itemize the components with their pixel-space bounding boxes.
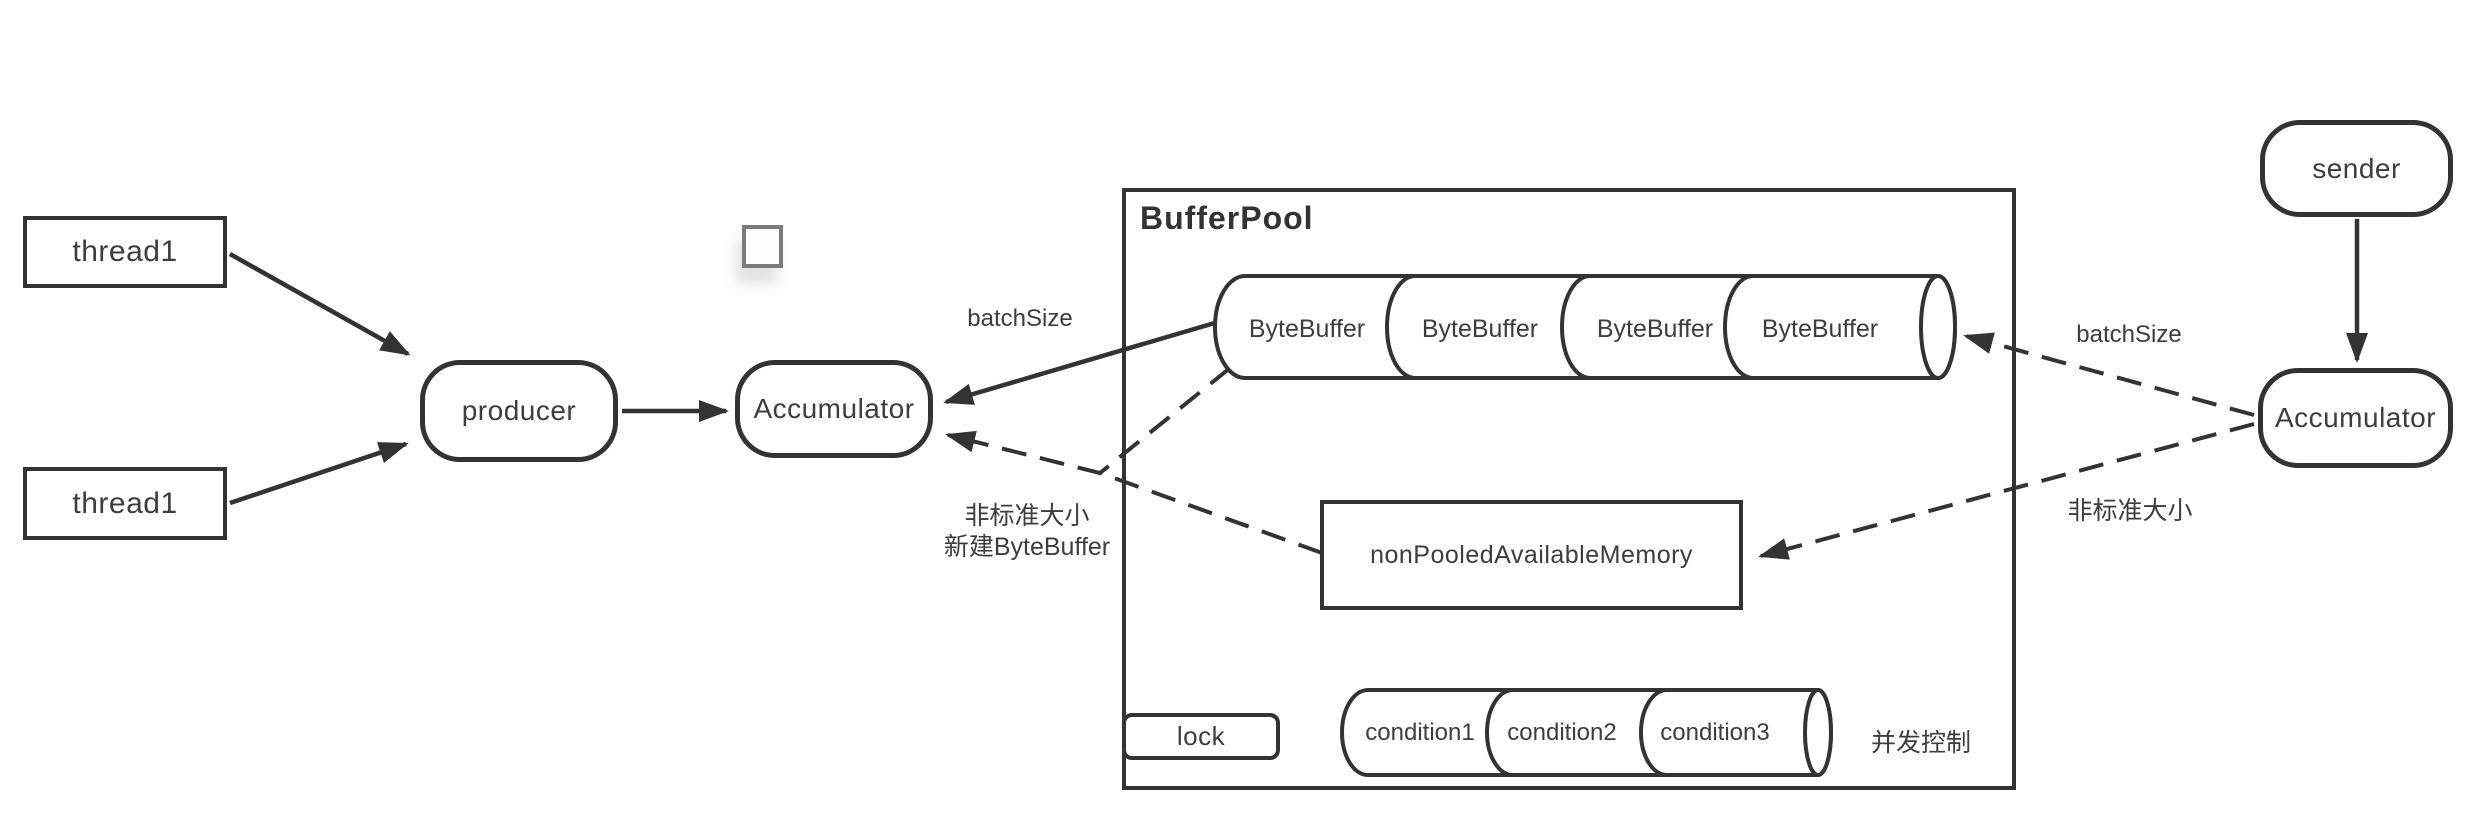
- nonstandard-size-label-left-line1: 非标准大小: [964, 502, 1090, 530]
- node-sender: sender: [2260, 120, 2453, 217]
- bufferpool-title: BufferPool: [1140, 200, 1314, 236]
- node-thread1-bottom-label: thread1: [72, 486, 178, 520]
- batchsize-label-left: batchSize: [967, 305, 1073, 332]
- node-accumulator-left-label: Accumulator: [753, 393, 915, 424]
- node-lock: lock: [1122, 713, 1280, 760]
- arrow-thread1-top-to-producer: [228, 252, 411, 356]
- nonstandard-size-label-right: 非标准大小: [2067, 497, 2193, 525]
- node-thread1-top: thread1: [23, 216, 227, 288]
- nonstandard-size-label-left: 非标准大小 新建ByteBuffer: [917, 501, 1137, 563]
- condition-cylinder-divider-2: [1639, 688, 1668, 777]
- arrow-bytebuffer-to-accumulator-batchsize: [943, 319, 1219, 405]
- bytebuffer-label-3: ByteBuffer: [1596, 314, 1714, 343]
- bytebuffer-cylinder-divider-1: [1385, 274, 1416, 380]
- node-lock-label: lock: [1176, 721, 1226, 751]
- bytebuffer-label-2: ByteBuffer: [1421, 314, 1539, 343]
- bytebuffer-label-4: ByteBuffer: [1761, 314, 1879, 343]
- gray-square-placeholder: [742, 225, 783, 268]
- bytebuffer-cylinder-end-cap: [1919, 274, 1957, 380]
- node-nonpooled-available-memory-label: nonPooledAvailableMemory: [1370, 540, 1693, 569]
- bytebuffer-cylinder-divider-2: [1560, 274, 1591, 380]
- node-accumulator-right: Accumulator: [2258, 368, 2453, 468]
- dashed-arrow-accumulator-right-to-nonpooled: [1758, 422, 2255, 560]
- node-accumulator-left: Accumulator: [735, 360, 933, 458]
- arrow-thread1-bottom-to-producer: [229, 441, 409, 506]
- condition-cylinder-end-cap: [1803, 688, 1833, 777]
- condition-label-2: condition2: [1507, 719, 1617, 746]
- nonstandard-size-label-left-line2: 新建ByteBuffer: [943, 533, 1111, 561]
- node-accumulator-right-label: Accumulator: [2274, 402, 2437, 433]
- node-producer: producer: [420, 360, 618, 462]
- condition-label-1: condition1: [1365, 719, 1475, 746]
- node-sender-label: sender: [2312, 152, 2401, 184]
- node-thread1-bottom: thread1: [23, 467, 227, 540]
- bufferpool-container: BufferPool: [1122, 188, 2016, 790]
- node-thread1-top-label: thread1: [72, 235, 178, 268]
- concurrency-control-label: 并发控制: [1870, 729, 1971, 757]
- batchsize-label-right: batchSize: [2076, 321, 2182, 348]
- dashed-line-bytebuffer-to-junction: [1098, 366, 1232, 475]
- bytebuffer-label-1: ByteBuffer: [1248, 314, 1366, 343]
- condition-cylinder-divider-1: [1485, 688, 1514, 777]
- node-nonpooled-available-memory: nonPooledAvailableMemory: [1320, 500, 1743, 610]
- condition-label-3: condition3: [1660, 719, 1770, 746]
- node-producer-label: producer: [461, 395, 577, 426]
- bytebuffer-cylinder-divider-3: [1723, 274, 1754, 380]
